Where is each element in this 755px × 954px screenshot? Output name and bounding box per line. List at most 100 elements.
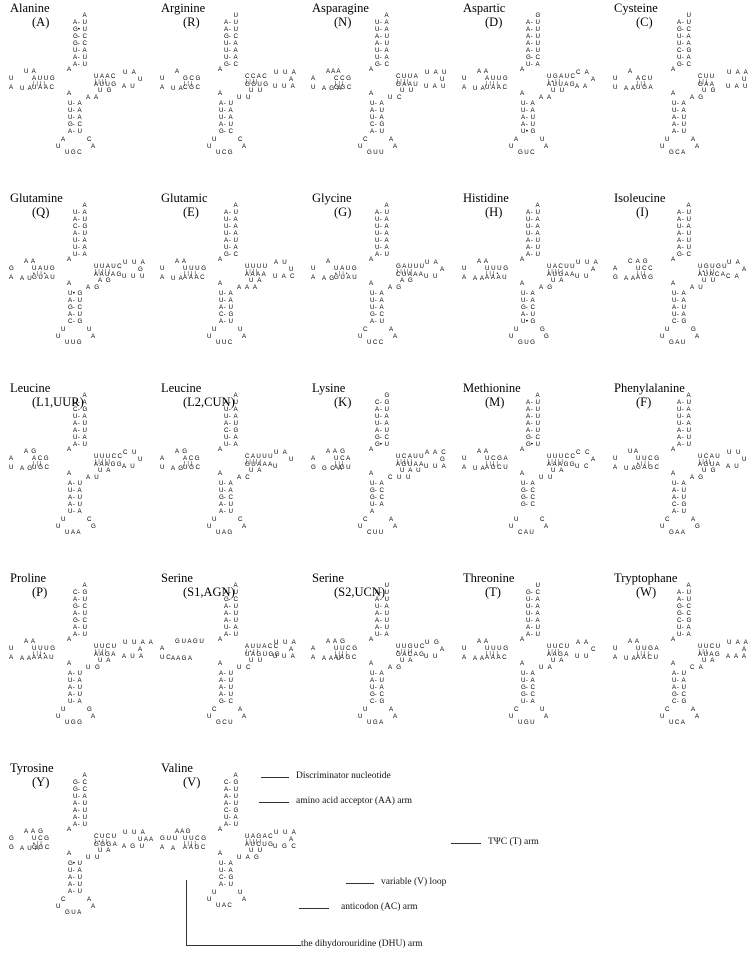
t-loop-bottom: U U A xyxy=(424,462,448,470)
ac-bond-2: - xyxy=(676,114,679,121)
t-loop-top: U U A xyxy=(123,828,147,836)
ac-left-4: C xyxy=(68,318,73,325)
ac-bond-2: - xyxy=(525,684,528,691)
ac-loop-left2: U xyxy=(358,523,363,530)
junction-5: A xyxy=(369,66,374,73)
ac-right-0: A xyxy=(379,480,384,487)
aa-bond-6: - xyxy=(379,631,382,638)
aa-left-0: A xyxy=(224,209,229,216)
aa-bond-5: - xyxy=(77,244,80,251)
t-bonds: | | | | xyxy=(95,648,107,655)
ac-left-3: A xyxy=(521,121,526,128)
aa-left-3: A xyxy=(224,800,229,807)
ac-left-3: C xyxy=(672,501,677,508)
dhu-bonds: | | | | xyxy=(184,271,197,277)
junction-5: A xyxy=(671,446,676,453)
ac-left-3: U xyxy=(672,311,677,318)
aa-right-1: U xyxy=(686,216,691,223)
discriminator-nucleotide: U xyxy=(535,582,540,590)
junction-3: A xyxy=(67,660,72,667)
ac-right-3: U xyxy=(530,311,535,318)
aa-left-2: C xyxy=(73,223,78,230)
t-bonds: | | | | xyxy=(95,78,107,85)
ac-right-0: A xyxy=(530,290,535,297)
aa-left-4: C xyxy=(224,807,229,814)
dhu-loop-top: A A xyxy=(477,67,489,75)
ac-right-2: U xyxy=(77,494,82,501)
ac-bond-0: - xyxy=(676,670,679,677)
ac-bond-2: - xyxy=(72,874,75,881)
variable-loop: A G xyxy=(690,94,705,101)
amino-acid-code: (K) xyxy=(334,394,352,409)
dhu-stem5: UCG xyxy=(32,835,51,842)
aa-left-5: A xyxy=(73,814,78,821)
aa-bond-3: - xyxy=(379,230,382,237)
t-stem3: GUAAA xyxy=(245,461,274,469)
aa-bond-4: - xyxy=(379,617,382,624)
aa-bond-6: - xyxy=(379,251,382,258)
aa-left-6: A xyxy=(73,631,78,638)
amino-acid-code: (S2,UCN) xyxy=(334,584,386,599)
ac-left-2: G xyxy=(521,684,526,691)
ac-bond-0: - xyxy=(72,670,75,677)
t-stem3: UAGUGG xyxy=(245,651,281,659)
dhu-bonds: | | | | xyxy=(486,461,499,467)
aa-bond-1: - xyxy=(228,26,231,33)
ac-bond-1: - xyxy=(223,677,226,684)
aa-bond-3: - xyxy=(530,230,533,237)
dhu-stem5: UUUG xyxy=(32,645,57,652)
ac-loop-right2: A xyxy=(91,903,96,910)
aa-left-5: A xyxy=(677,244,682,251)
t-loop-bottom: A A xyxy=(575,82,589,90)
ac-right-0: A xyxy=(228,290,233,297)
amino-acid-name: Glutamic xyxy=(161,191,208,205)
aa-bond-5: - xyxy=(530,624,533,631)
t-stem5: UGUGU xyxy=(698,262,729,270)
aa-bond-5: - xyxy=(77,814,80,821)
anticodon-triplet: UCC xyxy=(367,339,385,346)
t-stem3: CUAAA xyxy=(396,271,425,279)
ac-left-2: C xyxy=(219,874,224,881)
ac-left-1: A xyxy=(672,487,677,494)
ac-loop-right: A xyxy=(389,516,394,523)
amino-acid-name: Proline xyxy=(10,571,47,585)
dhu-loop-end: U xyxy=(311,84,316,91)
ac-left-2: U xyxy=(219,114,224,121)
t-loop-right: U A A xyxy=(138,835,154,843)
t-stem3: AUCUG xyxy=(245,841,275,849)
aa-bond-3: - xyxy=(77,800,80,807)
aa-left-3: A xyxy=(224,610,229,617)
ac-loop-left2: U xyxy=(56,713,61,720)
t-loop-extra: U U xyxy=(400,87,415,94)
dhu-stem5: ACG xyxy=(183,455,202,462)
aa-right-3: U xyxy=(233,800,238,807)
aa-right-0: A xyxy=(384,19,389,26)
aa-bond-0: - xyxy=(681,399,684,406)
ac-right-1: A xyxy=(77,677,82,684)
structure-title-tyr: Tyrosine(Y) xyxy=(0,761,151,789)
aa-left-1: A xyxy=(526,26,531,33)
aa-left-6: G xyxy=(375,61,380,68)
ac-right-2: A xyxy=(379,684,384,691)
amino-acid-code: (G) xyxy=(334,204,352,219)
aa-right-4: G xyxy=(233,427,239,434)
aa-left-0: A xyxy=(375,589,380,596)
aa-bond-1: - xyxy=(530,26,533,33)
aa-bond-1: - xyxy=(77,596,80,603)
aa-left-5: A xyxy=(677,434,682,441)
aa-right-0: A xyxy=(82,399,87,406)
ac-left-0: U xyxy=(370,290,375,297)
ac-right-0: A xyxy=(379,290,384,297)
ac-bond-1: - xyxy=(374,107,377,114)
discriminator-nucleotide: A xyxy=(82,582,87,590)
aa-right-2: C xyxy=(686,603,691,610)
ac-left-3: A xyxy=(68,311,73,318)
ac-loop-right: C xyxy=(238,516,243,523)
aa-bond-5: - xyxy=(379,434,382,441)
ac-left-3: A xyxy=(521,311,526,318)
aa-right-0: U xyxy=(535,209,540,216)
dhu-bracket-vertical xyxy=(186,880,187,945)
t-loop-top: U U A A xyxy=(123,638,155,646)
